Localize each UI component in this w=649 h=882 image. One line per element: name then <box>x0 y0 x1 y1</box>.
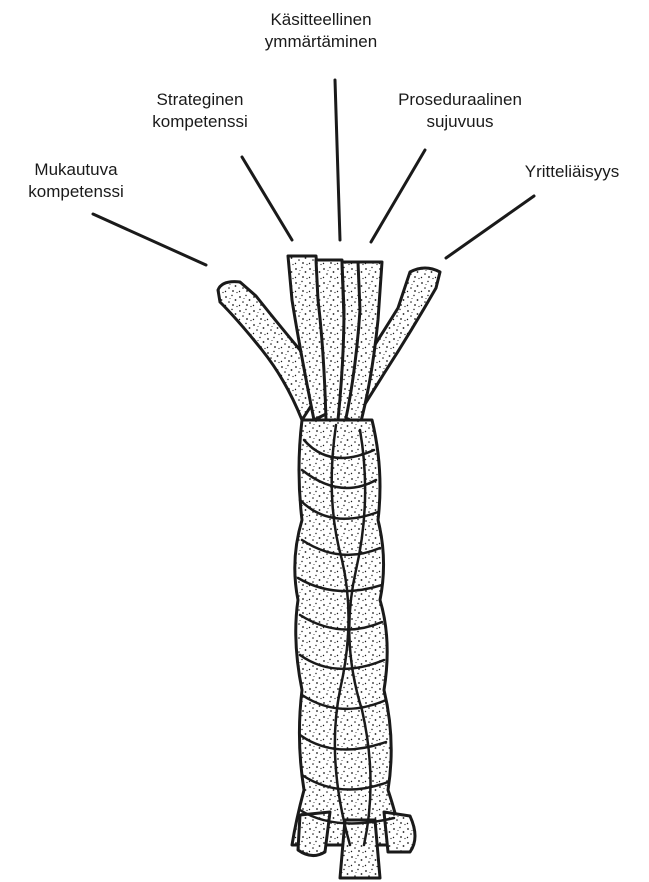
label-line: kompetenssi <box>112 111 288 133</box>
label-line: Mukautuva <box>0 159 152 181</box>
pointer-line-kasitteellinen <box>335 80 340 240</box>
strand-end-left <box>298 812 330 856</box>
pointer-line-mukautuva <box>93 214 206 265</box>
label-yritteliaisyys: Yritteliäisyys <box>502 161 642 183</box>
label-line: ymmärtäminen <box>233 31 409 53</box>
label-line: kompetenssi <box>0 181 152 203</box>
label-line: Käsitteellinen <box>233 9 409 31</box>
label-proseduraalinen-sujuvuus: Proseduraalinen sujuvuus <box>372 89 548 133</box>
pointer-line-yritteliaisyys <box>446 196 534 258</box>
label-line: Yritteliäisyys <box>502 161 642 183</box>
label-strateginen-kompetenssi: Strateginen kompetenssi <box>112 89 288 133</box>
pointer-line-proseduraalinen <box>371 150 425 242</box>
rope <box>218 256 440 878</box>
label-mukautuva-kompetenssi: Mukautuva kompetenssi <box>0 159 152 203</box>
label-line: Strateginen <box>112 89 288 111</box>
label-line: Proseduraalinen <box>372 89 548 111</box>
label-line: sujuvuus <box>372 111 548 133</box>
label-kasitteellinen-ymmartaminen: Käsitteellinen ymmärtäminen <box>233 9 409 53</box>
pointer-line-strateginen <box>242 157 292 240</box>
